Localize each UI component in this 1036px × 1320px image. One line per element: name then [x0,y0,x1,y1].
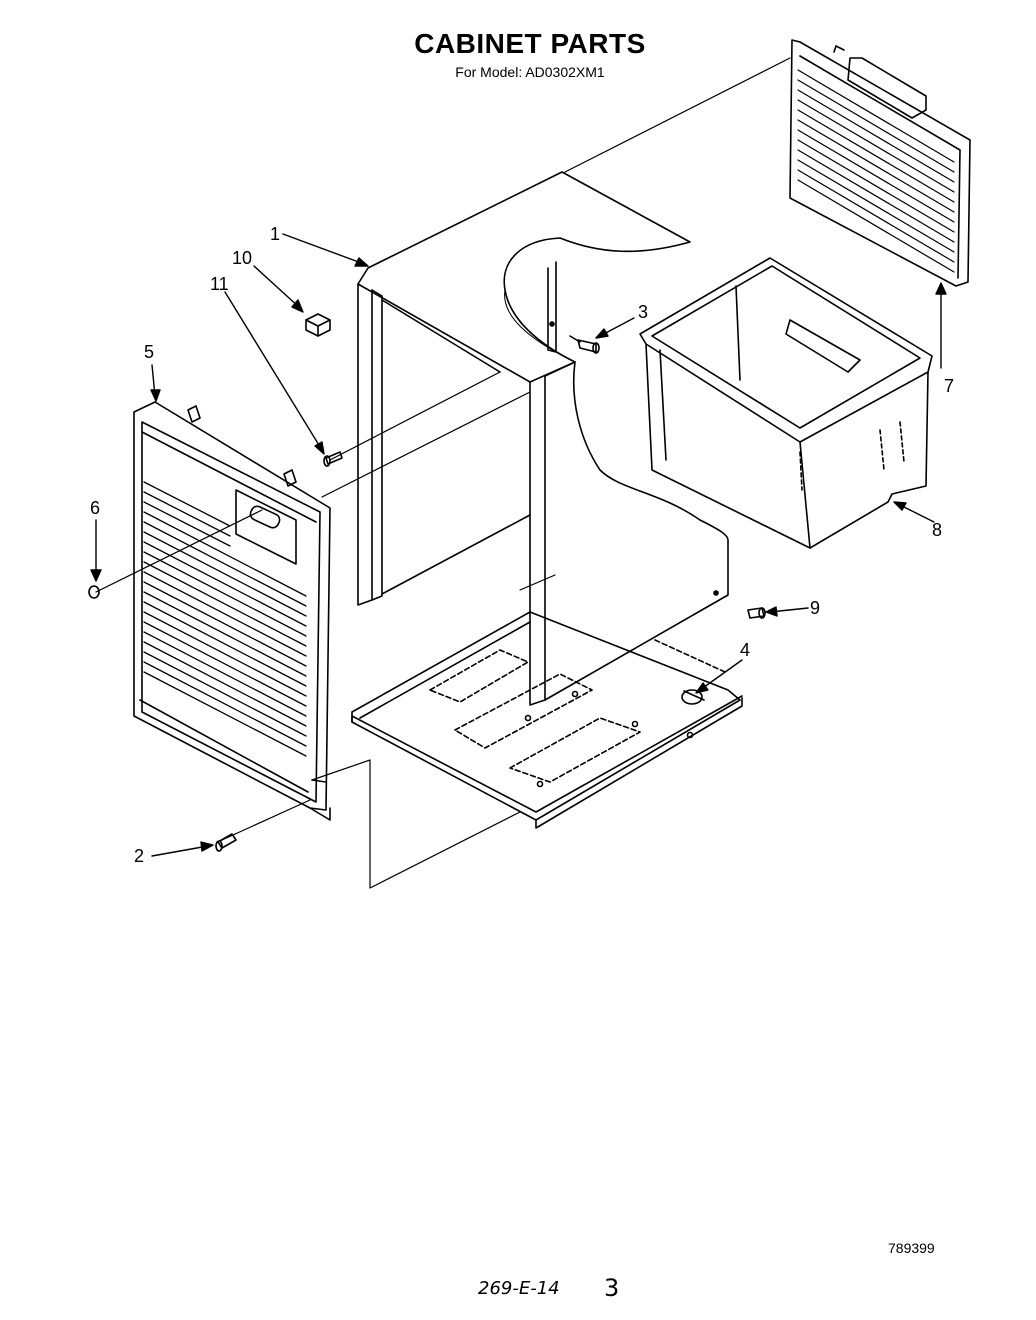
model-subtitle: For Model: AD0302XM1 [455,64,605,80]
part-9-screw [747,607,766,619]
part-11-screw [323,451,343,467]
callout-9: 9 [810,598,820,618]
front-grille-panel [133,401,331,821]
callout-11: 11 [210,274,229,294]
callout-5: 5 [144,342,154,362]
base-tray [351,611,743,829]
callout-8: 8 [932,520,942,540]
part-10-clip [305,313,331,337]
callout-7: 7 [944,376,954,396]
cabinet-shell [357,171,729,706]
grille-louvres [143,481,307,757]
callout-labels: 1 2 3 4 5 6 7 8 9 10 11 [90,224,954,866]
callout-4: 4 [740,640,750,660]
rear-grille-slats [797,69,955,273]
rear-grille [789,39,971,287]
part-3-screw [569,335,600,354]
alignment-lines [95,57,791,889]
handwritten-reference: 269-E-14 [478,1278,560,1299]
foot-bumper [681,689,705,705]
callout-2: 2 [134,846,144,866]
part-2-screw [215,833,237,852]
page-title: CABINET PARTS [414,28,646,59]
leader-arrows [90,233,947,857]
callout-1: 1 [270,224,280,244]
handwritten-page-number: 3 [604,1274,620,1302]
document-number: 789399 [888,1240,935,1256]
callout-6: 6 [90,498,100,518]
water-bucket [639,257,933,549]
part-6-knob [88,585,100,599]
callout-3: 3 [638,302,648,322]
callout-10: 10 [232,248,252,268]
